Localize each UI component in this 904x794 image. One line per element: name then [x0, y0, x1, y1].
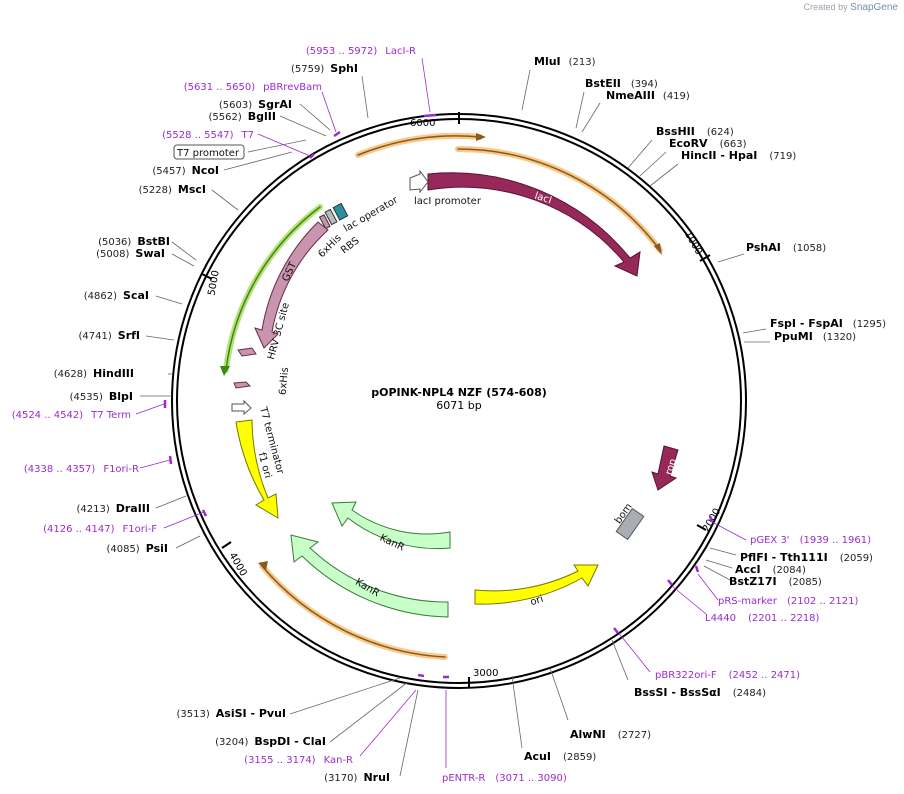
site-acui[interactable]: AcuI(2859)	[524, 750, 596, 763]
primer-l4440[interactable]: L4440(2201 .. 2218)	[705, 613, 820, 624]
rbs-feature[interactable]	[324, 208, 338, 226]
tick-marks	[201, 112, 711, 688]
tick-label-5000: 5000	[207, 270, 222, 297]
primer-pgex3[interactable]: pGEX 3'(1939 .. 1961)	[750, 535, 871, 546]
gst-feature[interactable]	[254, 221, 329, 349]
site-mlui[interactable]: MluI(213)	[534, 55, 596, 68]
site-acci[interactable]: AccI(2084)	[735, 563, 806, 576]
his-mid-feature[interactable]	[233, 381, 252, 389]
credit-prefix: Created by	[803, 2, 848, 12]
site-scai[interactable]: (4862)ScaI	[84, 289, 149, 302]
primer-f1ori-f[interactable]: (4126 .. 4147)F1ori-F	[43, 524, 157, 535]
site-bsteii[interactable]: BstEII(394)	[585, 77, 658, 90]
kanr-outer-feature[interactable]	[290, 534, 449, 618]
site-blpi[interactable]: (4535)BlpI	[70, 390, 133, 403]
orf-arrowhead-left	[220, 366, 230, 376]
tick-label-6000: 6000	[410, 118, 435, 129]
site-bsssi[interactable]: BssSI - BssSαI(2484)	[634, 686, 766, 699]
laci-feature[interactable]	[427, 172, 641, 277]
tick-label-1000: 1000	[682, 229, 704, 257]
site-bstbi[interactable]: (5036)BstBI	[98, 235, 170, 248]
t7-promoter-label: T7 promoter	[176, 148, 240, 159]
site-pshai[interactable]: PshAI(1058)	[746, 241, 826, 254]
snapgene-logo: SnapGene	[850, 2, 898, 13]
rop-label: rop	[664, 457, 680, 476]
ori-feature[interactable]	[474, 564, 599, 605]
site-hindiii[interactable]: (4628)HindIII	[54, 367, 134, 380]
site-nmeaiii[interactable]: NmeAIII(419)	[606, 89, 690, 102]
plasmid-length: 6071 bp	[436, 399, 481, 412]
kanr-inner-feature[interactable]	[331, 501, 451, 550]
site-draiii[interactable]: (4213)DraIII	[76, 502, 150, 515]
site-sphi[interactable]: (5759)SphI	[291, 62, 358, 75]
primer-pbr322ori-f[interactable]: pBR322ori-F(2452 .. 2471)	[655, 670, 800, 681]
orf-arrowhead-top	[476, 133, 486, 141]
site-srfi[interactable]: (4741)SrfI	[79, 329, 141, 342]
site-sgrai[interactable]: (5603)SgrAI	[219, 98, 292, 111]
his-top-feature[interactable]	[318, 214, 331, 230]
primer-f1ori-r[interactable]: (4338 .. 4357)F1ori-R	[24, 464, 139, 475]
laci-promoter-feature[interactable]	[409, 169, 429, 194]
snapgene-credit: Created by SnapGene	[804, 2, 898, 13]
site-alwni[interactable]: AlwNI(2727)	[570, 728, 651, 741]
hrv-feature[interactable]	[237, 347, 257, 357]
primer-pbrrevbam[interactable]: (5631 .. 5650)pBRrevBam	[184, 82, 322, 93]
site-swai[interactable]: (5008)SwaI	[96, 247, 165, 260]
orf-arrowhead-right	[654, 243, 662, 255]
his-mid-label: 6xHis	[278, 367, 291, 396]
lac-operator-feature[interactable]	[332, 202, 349, 221]
f1-ori-feature[interactable]	[235, 419, 279, 519]
site-ppumi[interactable]: PpuMI(1320)	[774, 330, 856, 343]
site-hincii-hpai[interactable]: HincII - HpaI(719)	[681, 149, 796, 162]
site-psii[interactable]: (4085)PsiI	[106, 542, 168, 555]
rbs-label: RBS	[339, 235, 362, 256]
site-pflfi-tth111i[interactable]: PflFI - Tth111I(2059)	[740, 551, 873, 564]
leader-lines	[140, 69, 770, 777]
primer-laci-r[interactable]: (5953 .. 5972)LacI-R	[306, 46, 416, 57]
site-fspi-fspai[interactable]: FspI - FspAI(1295)	[770, 317, 886, 330]
site-bstz17i[interactable]: BstZ17I(2085)	[729, 575, 822, 588]
primer-t7-term[interactable]: (4524 .. 4542)T7 Term	[12, 410, 131, 421]
t7-promoter-box[interactable]	[173, 144, 245, 160]
primer-prs-marker[interactable]: pRS-marker(2102 .. 2121)	[718, 596, 858, 607]
laci-promoter-label: lacI promoter	[414, 196, 482, 207]
tick-label-3000: 3000	[473, 668, 498, 679]
site-ecorv[interactable]: EcoRV(663)	[669, 137, 747, 150]
rop-feature[interactable]	[651, 445, 679, 491]
ori-label: ori	[529, 594, 545, 608]
t7-terminator-feature[interactable]	[231, 399, 252, 416]
primer-kan-r[interactable]: (3155 .. 3174)Kan-R	[244, 755, 353, 766]
lac-operator-label: lac operator	[342, 194, 401, 234]
site-ncoi[interactable]: (5457)NcoI	[152, 164, 219, 177]
site-ársshii[interactable]: BssHII(624)	[656, 125, 734, 138]
plasmid-name: pOPINK-NPL4 NZF (574-608)	[371, 386, 547, 399]
bom-feature[interactable]	[615, 507, 645, 541]
site-brui[interactable]: (3170)NruI	[324, 771, 390, 784]
primer-leader-lines	[135, 57, 747, 768]
laci-label: lacI	[533, 191, 553, 207]
primer-marks	[163, 113, 714, 679]
site-msci[interactable]: (5228)MscI	[139, 183, 206, 196]
site-asisi-pvui[interactable]: (3513)AsiSI - PvuI	[177, 707, 287, 720]
site-bspdi-clai[interactable]: (3204)BspDI - ClaI	[215, 735, 326, 748]
orf-arcs	[223, 132, 663, 660]
primer-t7[interactable]: (5528 .. 5547)T7	[162, 130, 254, 141]
site-bglii[interactable]: (5562)BglII	[209, 110, 276, 123]
primer-pentr-r[interactable]: pENTR-R(3071 .. 3090)	[442, 773, 567, 784]
orf-arrowhead-bottom	[258, 561, 268, 570]
